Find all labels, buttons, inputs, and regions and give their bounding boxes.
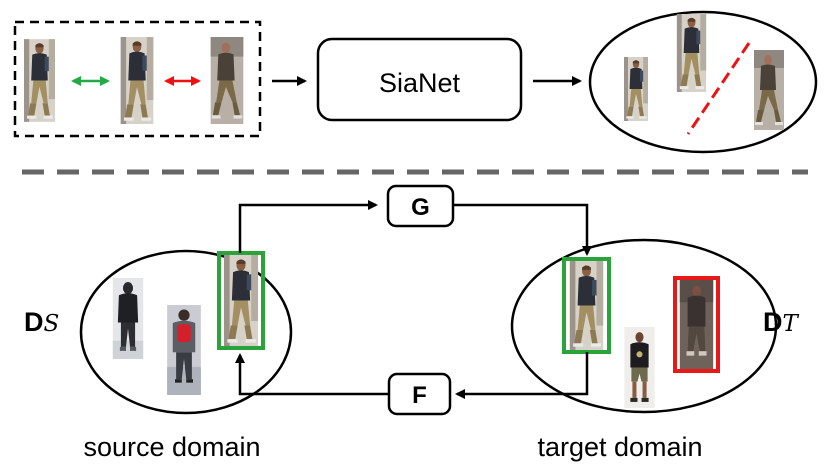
embedded-anchor-thumbnail: [624, 57, 648, 121]
source-domain-ellipse: [79, 249, 293, 415]
source-person-thumbnail-2: [167, 305, 201, 395]
f-path-in: [455, 352, 589, 399]
sianet-box: [316, 37, 523, 122]
input-pairs-panel: [13, 20, 262, 138]
g-path-in: [238, 200, 378, 253]
decision-boundary-line: [686, 42, 751, 135]
target-domain-symbol: DT: [763, 307, 800, 337]
target-domain-caption: target domain: [537, 432, 702, 462]
target-person-thumbnail-1: [624, 327, 655, 408]
target-domain: [510, 238, 778, 414]
embedded-positive-thumbnail: [676, 14, 707, 92]
generator-g-block: G: [386, 184, 455, 228]
positive-person-thumbnail: [120, 37, 154, 124]
embedded-negative-thumbnail: [754, 50, 784, 130]
source-person-thumbnail-1: [112, 278, 144, 359]
target-symbol-main: D: [763, 307, 783, 337]
source-domain-symbol: DS: [24, 307, 59, 337]
sianet-block: SiaNet: [316, 37, 523, 122]
source-domain: [79, 249, 293, 415]
target-person-thumbnail-2: [679, 280, 714, 369]
source-symbol-main: D: [24, 307, 44, 337]
g-path-out: [453, 203, 592, 256]
sianet-label: SiaNet: [379, 68, 461, 98]
embedding-ellipse: [588, 10, 818, 154]
anchor-person-thumbnail: [24, 39, 55, 122]
embedding-space: [588, 10, 818, 154]
target-translated-thumbnail: [569, 261, 604, 350]
source-symbol-sub: S: [44, 311, 60, 337]
target-domain-ellipse: [510, 238, 778, 414]
target-negative-frame: [673, 276, 720, 373]
generator-g-label: G: [411, 194, 430, 221]
generator-f-label: F: [412, 382, 427, 409]
pairs-dashed-box: [13, 20, 262, 138]
generator-f-block: F: [387, 372, 452, 416]
source-domain-caption: source domain: [83, 432, 260, 462]
f-path-out: [235, 353, 389, 396]
negative-person-thumbnail: [210, 37, 244, 124]
source-anchor-thumbnail: [223, 255, 259, 346]
target-symbol-sub: T: [783, 311, 800, 337]
